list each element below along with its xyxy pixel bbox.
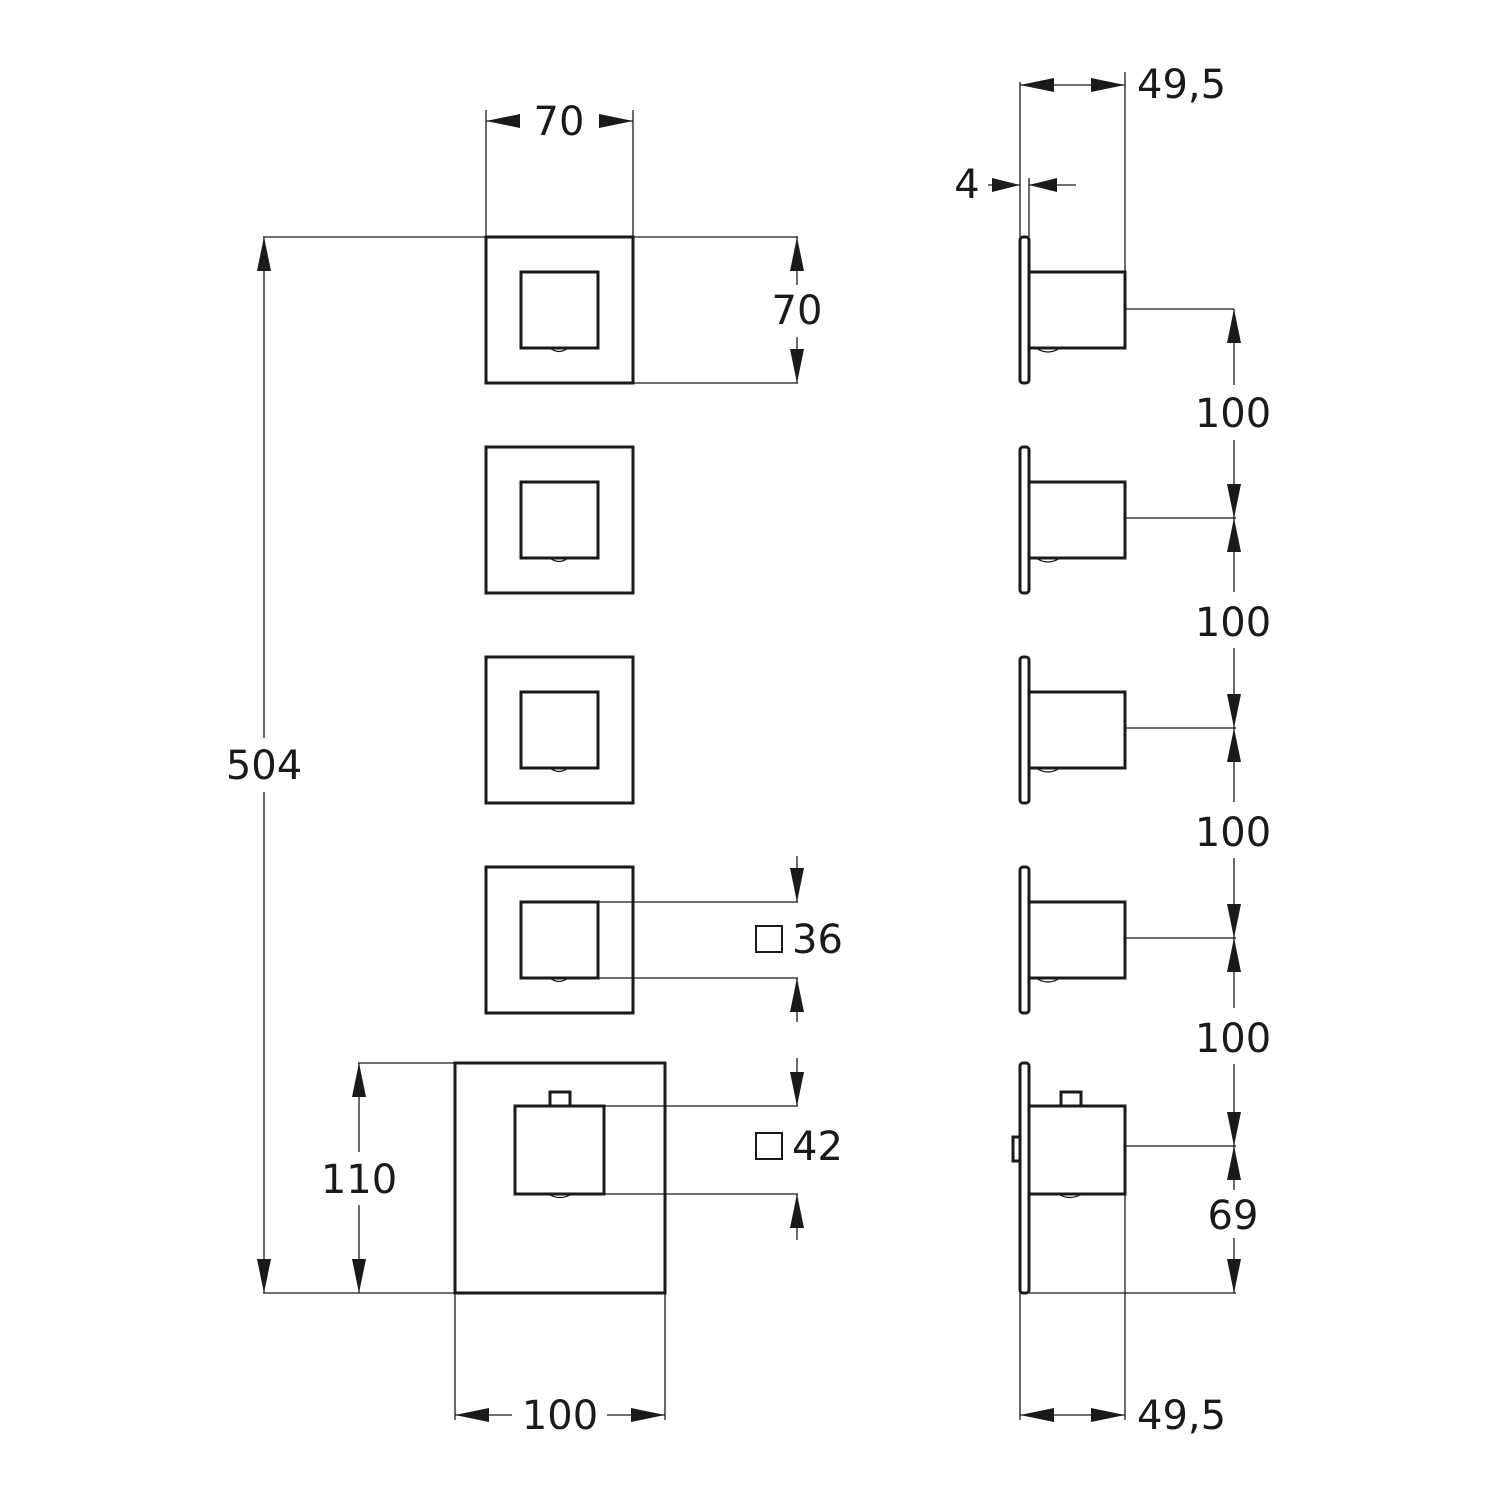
label-plate-height: 110 [321,1157,397,1203]
dim-spacing-chain: 100 100 100 100 69 [1195,309,1271,1293]
side-view: 49,5 4 [954,62,1271,1439]
label-handle-36: 36 [792,917,843,963]
side-valve-1 [1018,235,1127,385]
dim-projection-top: 49,5 [1019,62,1226,272]
side-thermostat [1011,1061,1127,1295]
dim-handle-36: 36 [598,856,843,1022]
label-spacing-3: 100 [1195,810,1271,856]
dim-projection-bottom: 49,5 [1019,1194,1226,1439]
square-symbol-icon [755,925,783,953]
front-valve-3 [484,655,635,805]
label-total-height: 504 [226,743,302,789]
label-handle-42: 42 [792,1124,843,1170]
dim-plate-height: 110 [321,1062,455,1293]
label-projection-bottom: 49,5 [1137,1393,1226,1439]
label-plate-thickness: 4 [954,162,979,208]
label-spacing-4: 100 [1195,1016,1271,1062]
label-spacing-2: 100 [1195,600,1271,646]
front-valve-4 [484,865,635,1015]
label-bottom-offset: 69 [1208,1193,1259,1239]
label-spacing-1: 100 [1195,391,1271,437]
label-top-width: 70 [534,99,585,145]
front-valve-2 [484,445,635,595]
dim-plate-width: 100 [454,1293,666,1439]
label-top-height: 70 [772,288,823,334]
front-thermostat [453,1061,667,1295]
dim-plate-thickness: 4 [954,162,1076,237]
dim-total-height: 504 [226,236,486,1294]
side-extension-lines [1029,308,1236,1294]
square-symbol-icon [755,1132,783,1160]
dim-handle-42: 42 [604,1058,843,1240]
dim-top-height: 70 [633,236,823,384]
label-projection-top: 49,5 [1137,62,1226,108]
front-valve-1 [484,235,635,385]
side-valve-4 [1018,865,1127,1015]
side-valve-2 [1018,445,1127,595]
front-view: 70 70 504 [226,99,843,1439]
dim-top-width: 70 [485,99,634,237]
label-plate-width: 100 [522,1393,598,1439]
side-valve-3 [1018,655,1127,805]
